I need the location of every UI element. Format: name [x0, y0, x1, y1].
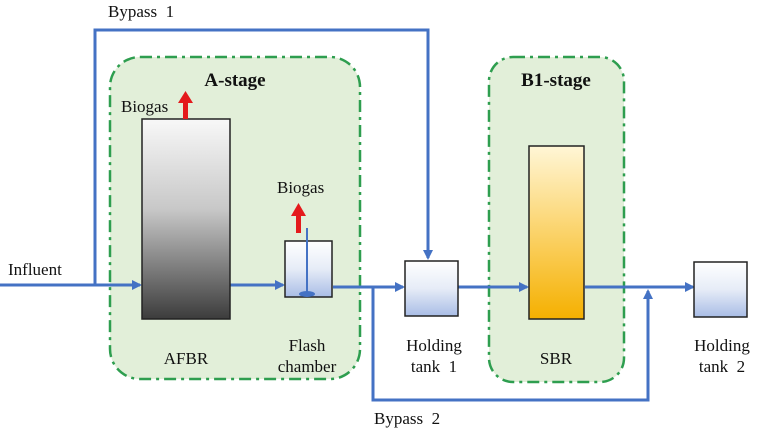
- bypass2-pipe: [371, 287, 653, 402]
- flash-chamber-mixer-blade: [299, 291, 315, 297]
- bypass2-label: Bypass 2: [374, 409, 440, 428]
- influent-label: Influent: [8, 260, 62, 279]
- biogas-afbr-label: Biogas: [121, 97, 168, 116]
- holding-tank-1: [404, 260, 459, 317]
- bypass1-label: Bypass 1: [108, 2, 174, 21]
- biogas-arrow-afbr: [178, 91, 193, 119]
- holding-tank-1-label-line1: Holding: [406, 336, 462, 355]
- holding-tank-2: [693, 261, 748, 318]
- holding-tank-2-label-line1: Holding: [694, 336, 750, 355]
- flash-chamber-label-line2: chamber: [278, 357, 337, 376]
- afbr-label: AFBR: [164, 349, 209, 368]
- biogas-flash-label: Biogas: [277, 178, 324, 197]
- biogas-arrow-flash: [291, 203, 306, 233]
- b1-stage-title: B1-stage: [521, 70, 591, 91]
- pipes: [0, 28, 695, 402]
- a-stage-title: A-stage: [204, 70, 265, 91]
- sbr-reactor: [528, 145, 585, 320]
- bypass1-pipe: [93, 28, 433, 285]
- flash-chamber-vessel: [284, 240, 333, 298]
- afbr-reactor: [141, 118, 231, 320]
- sbr-label: SBR: [540, 349, 573, 368]
- holding-tank-2-label-line2: tank 2: [699, 357, 745, 376]
- holding-tank-1-label-line2: tank 1: [411, 357, 457, 376]
- flash-chamber-label-line1: Flash: [289, 336, 326, 355]
